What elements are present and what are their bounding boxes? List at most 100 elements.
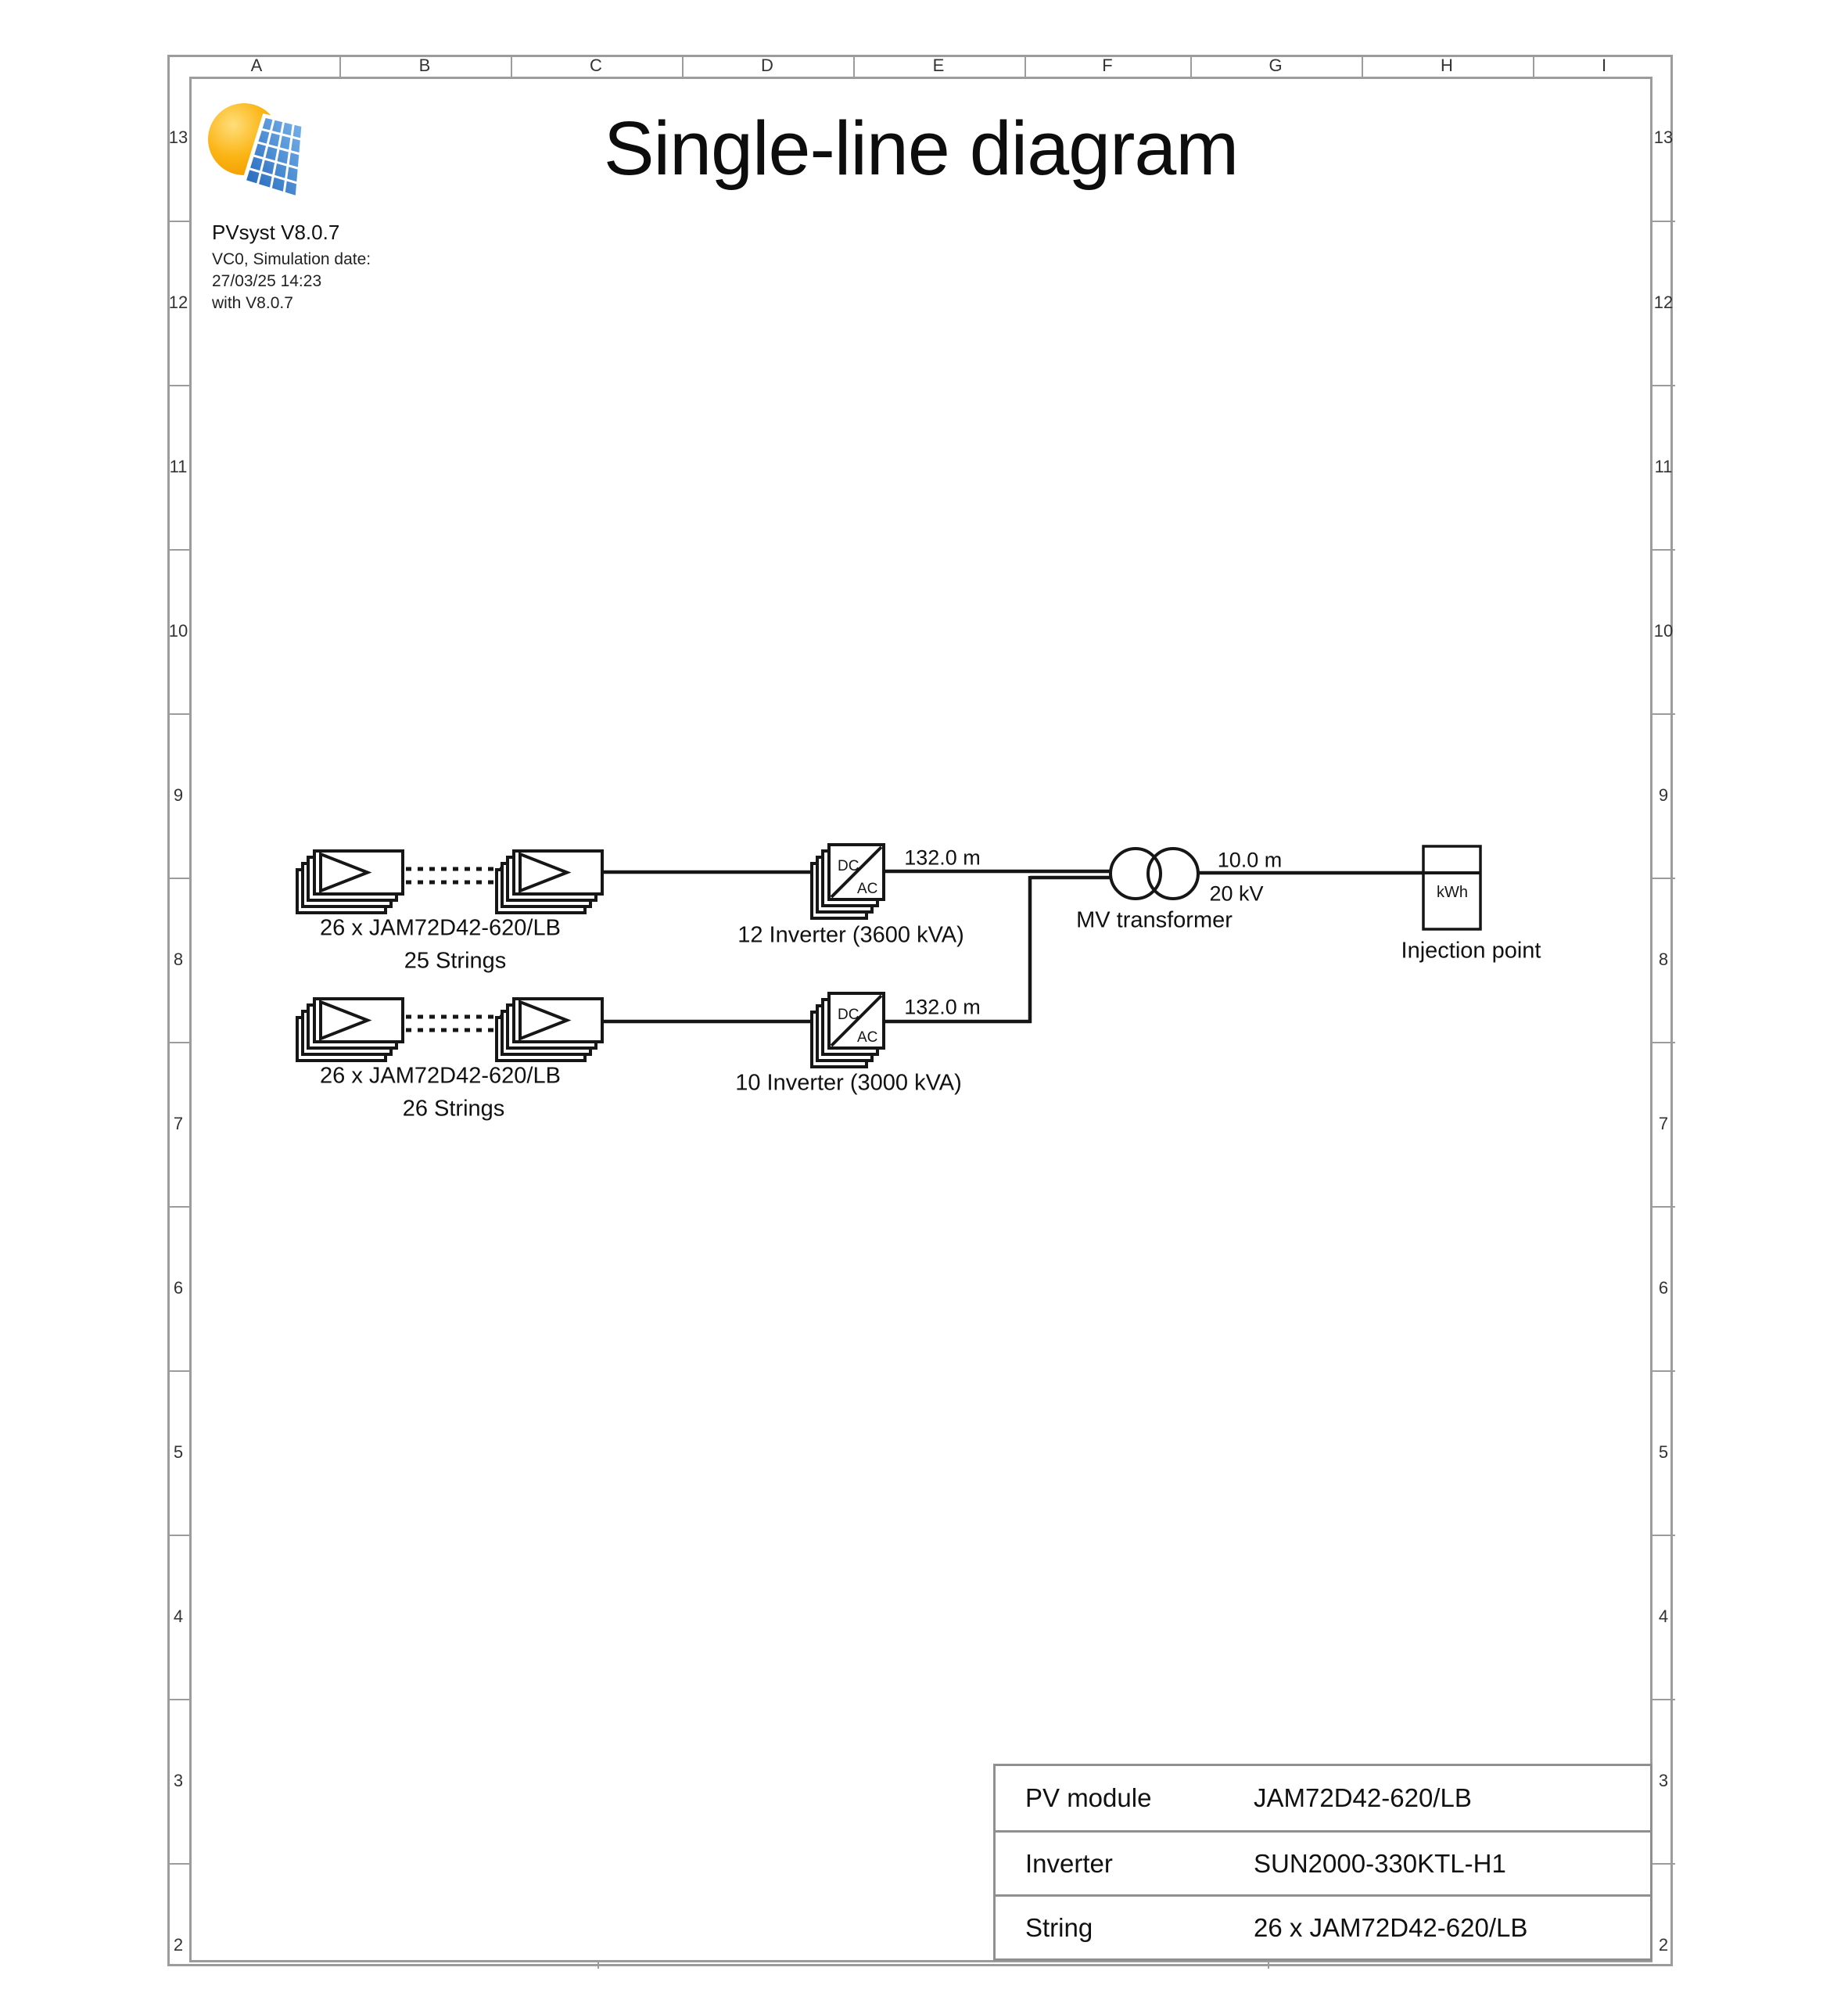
row-number: 12 (168, 293, 188, 312)
ac-cable-length-label: 132.0 m (904, 995, 981, 1019)
row-number: 3 (173, 1771, 184, 1790)
pv-array-icon (296, 997, 404, 1062)
pv-array-label: 26 x JAM72D42-620/LB (320, 1063, 561, 1089)
meter-label: kWh (1437, 884, 1468, 901)
grid-tick (1268, 1962, 1269, 1969)
grid-tick (1652, 713, 1675, 715)
pv-array-icon (296, 849, 404, 914)
grid-tick (1652, 1699, 1675, 1700)
app-version: PVsyst V8.0.7 (212, 221, 340, 244)
row-number: 4 (173, 1607, 184, 1626)
row-number: 2 (173, 1935, 184, 1955)
wires (602, 869, 1480, 1024)
column-letter: I (1601, 56, 1607, 75)
grid-tick (167, 385, 189, 386)
table-row: Inverter SUN2000-330KTL-H1 (996, 1830, 1650, 1894)
row-number: 6 (173, 1278, 184, 1298)
row-label: String (1025, 1912, 1093, 1942)
simulation-version: with V8.0.7 (212, 294, 293, 312)
row-number: 10 (1653, 621, 1674, 641)
dashed-string-wires (406, 867, 511, 1032)
column-letter: B (418, 56, 431, 75)
pvsyst-logo (208, 103, 306, 201)
grid-tick (1652, 385, 1675, 386)
grid-tick (167, 1699, 189, 1700)
mv-cable-length-label: 10.0 m (1217, 848, 1283, 872)
grid-tick (167, 221, 189, 222)
column-letter: A (250, 56, 263, 75)
ac-cable-length-label: 132.0 m (904, 845, 981, 870)
grid-tick (1652, 1206, 1675, 1208)
grid-tick (167, 1042, 189, 1043)
grid-tick (1190, 55, 1192, 77)
grid-tick (1652, 549, 1675, 551)
grid-tick (1652, 878, 1675, 879)
row-number: 10 (168, 621, 188, 641)
table-row: PV module JAM72D42-620/LB (996, 1766, 1650, 1830)
grid-tick (682, 55, 684, 77)
frame-outer (167, 55, 1673, 1966)
energy-meter-icon: kWh (1422, 845, 1482, 931)
column-letter: C (590, 56, 602, 75)
column-letter: G (1268, 56, 1283, 75)
row-number: 5 (173, 1442, 184, 1462)
row-number: 9 (1658, 785, 1669, 805)
injection-point-label: Injection point (1401, 938, 1541, 964)
summary-table: PV module JAM72D42-620/LB Inverter SUN20… (993, 1764, 1652, 1961)
string-collector-icon (495, 849, 604, 914)
strings-count-label: 26 Strings (402, 1096, 505, 1122)
grid-tick (511, 55, 512, 77)
row-number: 11 (1654, 457, 1673, 476)
inverter-label: 10 Inverter (3000 kVA) (735, 1070, 962, 1096)
row-number: 11 (169, 457, 188, 476)
column-letter: D (761, 56, 773, 75)
grid-tick (1652, 1863, 1675, 1865)
row-number: 7 (1658, 1114, 1669, 1133)
grid-tick (1362, 55, 1363, 77)
grid-tick (339, 55, 341, 77)
row-number: 5 (1658, 1442, 1669, 1462)
grid-tick (1024, 55, 1026, 77)
grid-tick (167, 878, 189, 879)
row-number: 13 (168, 127, 188, 147)
grid-tick (1652, 221, 1675, 222)
row-number: 4 (1658, 1607, 1669, 1626)
row-number: 8 (1658, 950, 1669, 969)
row-number: 2 (1658, 1935, 1669, 1955)
string-collector-icon (495, 997, 604, 1062)
page-title: Single-line diagram (603, 106, 1239, 191)
row-number: 6 (1658, 1278, 1669, 1298)
inverter-icon (810, 992, 885, 1068)
simulation-variant: VC0, Simulation date: (212, 250, 371, 268)
column-letter: E (932, 56, 945, 75)
row-label: PV module (1025, 1783, 1152, 1812)
table-row: String 26 x JAM72D42-620/LB (996, 1894, 1650, 1958)
column-letter: F (1102, 56, 1113, 75)
grid-tick (597, 1962, 599, 1969)
row-value: JAM72D42-620/LB (1254, 1783, 1472, 1812)
transformer-label: MV transformer (1076, 907, 1233, 933)
row-value: SUN2000-330KTL-H1 (1254, 1848, 1506, 1878)
pv-array-label: 26 x JAM72D42-620/LB (320, 915, 561, 941)
row-number: 13 (1653, 127, 1674, 147)
grid-tick (1652, 1535, 1675, 1536)
grid-tick (167, 1206, 189, 1208)
grid-tick (167, 549, 189, 551)
strings-count-label: 25 Strings (404, 948, 507, 974)
grid-tick (853, 55, 855, 77)
row-number: 7 (173, 1114, 184, 1133)
row-number: 9 (173, 785, 184, 805)
grid-tick (167, 1863, 189, 1865)
row-value: 26 x JAM72D42-620/LB (1254, 1912, 1528, 1942)
column-letter: H (1441, 56, 1453, 75)
inverter-icon (810, 843, 885, 920)
inverter-label: 12 Inverter (3600 kVA) (737, 922, 964, 948)
grid-tick (1652, 1370, 1675, 1372)
grid-tick (1533, 55, 1534, 77)
voltage-label: 20 kV (1209, 881, 1264, 906)
row-number: 12 (1653, 293, 1674, 312)
grid-tick (167, 713, 189, 715)
simulation-date: 27/03/25 14:23 (212, 272, 322, 290)
